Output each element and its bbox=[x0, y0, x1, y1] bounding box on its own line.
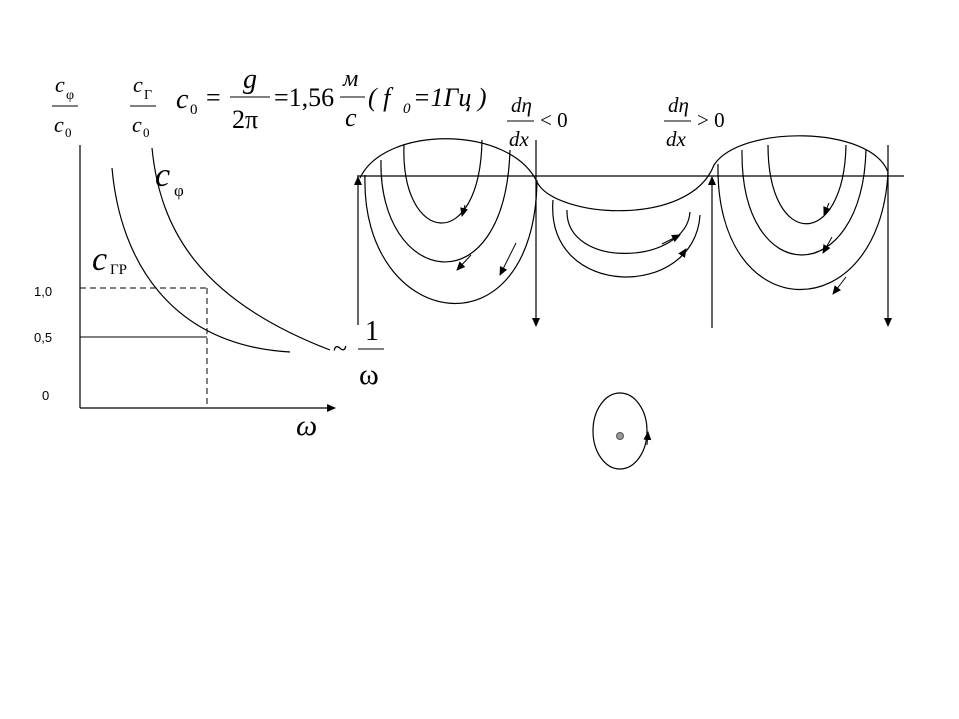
svg-text:c: c bbox=[92, 241, 107, 278]
x-axis-label: ω bbox=[296, 409, 317, 442]
svg-text:Γ: Γ bbox=[144, 88, 152, 103]
group-velocity-curve bbox=[111, 167, 291, 353]
svg-text:=1,56: =1,56 bbox=[274, 83, 334, 112]
orbit-center-dot bbox=[616, 432, 624, 440]
svg-text:0: 0 bbox=[143, 125, 150, 140]
svg-text:c: c bbox=[345, 103, 357, 132]
phase-curve-label: c φ bbox=[155, 157, 184, 200]
svg-text:( f: ( f bbox=[368, 83, 394, 112]
svg-text:1: 1 bbox=[365, 316, 379, 347]
svg-text:ω: ω bbox=[359, 358, 379, 391]
svg-text:φ: φ bbox=[66, 88, 74, 103]
tick-0: 0 bbox=[42, 388, 49, 403]
wave-profile bbox=[354, 135, 904, 328]
svg-text:c: c bbox=[155, 157, 170, 194]
slope-negative-label: dη dx < 0 bbox=[507, 93, 568, 151]
svg-text:φ: φ bbox=[174, 181, 184, 200]
wave-surface bbox=[359, 135, 889, 212]
svg-text:c: c bbox=[132, 112, 142, 137]
orbit-ellipse bbox=[592, 392, 652, 470]
svg-text:0: 0 bbox=[190, 102, 198, 118]
svg-text:c: c bbox=[55, 72, 65, 97]
svg-text:dη: dη bbox=[668, 93, 689, 117]
tick-0-5: 0,5 bbox=[34, 330, 52, 345]
svg-text:dx: dx bbox=[666, 127, 687, 151]
svg-text:< 0: < 0 bbox=[540, 108, 568, 132]
tick-1-0: 1,0 bbox=[34, 284, 52, 299]
phase-velocity-curve bbox=[151, 147, 331, 351]
svg-text:=1Гц ): =1Гц ) bbox=[413, 83, 487, 112]
svg-text:м: м bbox=[342, 66, 358, 92]
svg-text:dx: dx bbox=[509, 127, 530, 151]
svg-text:~: ~ bbox=[333, 334, 347, 363]
svg-text:0: 0 bbox=[403, 101, 411, 117]
svg-text:ΓΡ: ΓΡ bbox=[110, 262, 127, 278]
ratio-phase-label: c φ c 0 bbox=[52, 72, 78, 140]
ratio-group-label: c Γ c 0 bbox=[130, 72, 156, 140]
svg-text:dη: dη bbox=[511, 93, 532, 117]
svg-text:2π: 2π bbox=[232, 105, 258, 134]
svg-text:c: c bbox=[133, 72, 143, 97]
formula-c0: c 0 = g 2π =1,56 м c ( f 0 =1Гц ) bbox=[176, 64, 487, 134]
dispersion-plot: 1,0 0,5 0 ω c φ c ΓΡ ~ 1 ω bbox=[34, 145, 384, 442]
svg-text:c: c bbox=[176, 84, 189, 115]
svg-text:=: = bbox=[206, 83, 221, 112]
svg-text:0: 0 bbox=[65, 125, 72, 140]
slope-positive-label: dη dx > 0 bbox=[664, 93, 725, 151]
svg-text:> 0: > 0 bbox=[697, 108, 725, 132]
group-curve-label: c ΓΡ bbox=[92, 241, 127, 278]
asymptote-label: ~ 1 ω bbox=[333, 316, 384, 391]
svg-text:c: c bbox=[54, 112, 64, 137]
svg-text:g: g bbox=[243, 64, 257, 95]
